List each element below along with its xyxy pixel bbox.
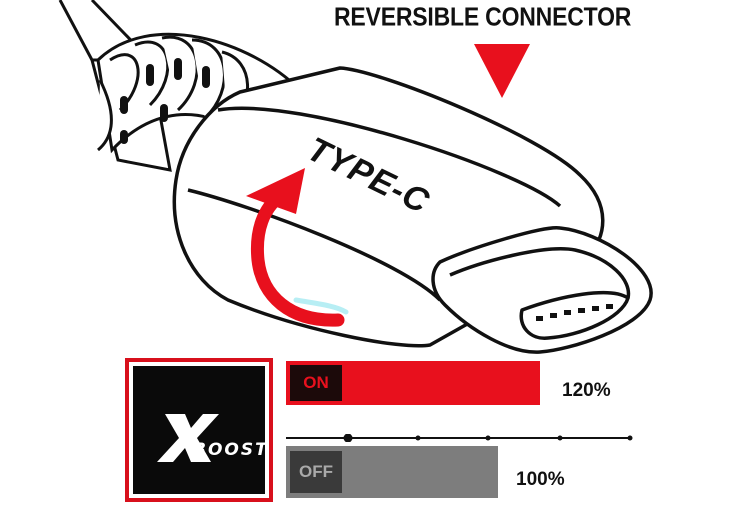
plug-tip — [431, 226, 653, 354]
scale-tick — [627, 435, 633, 441]
mode-off-percent: 100% — [516, 469, 565, 490]
reflection-highlight — [293, 297, 349, 315]
mode-off-bar: OFF — [286, 446, 498, 498]
scale-tick — [415, 435, 421, 441]
level-scale — [286, 434, 633, 442]
down-triangle-icon — [474, 44, 530, 98]
mode-on-bar: ON — [286, 361, 540, 405]
scale-marker-current — [343, 434, 353, 442]
usb-c-cable-illustration — [58, 0, 653, 354]
headline: REVERSIBLE CONNECTOR — [334, 2, 632, 32]
scale-tick — [485, 435, 491, 441]
xboost-x-logo — [157, 414, 219, 462]
mode-on-label: ON — [290, 365, 342, 401]
xboost-badge: BOOST — [125, 358, 273, 502]
mode-off-label: OFF — [290, 451, 342, 493]
xboost-word: BOOST — [193, 440, 269, 460]
scale-tick — [557, 435, 563, 441]
mode-on-percent: 120% — [562, 380, 611, 401]
rotate-arrow-icon — [246, 168, 345, 327]
xboost-badge-background: BOOST — [133, 366, 267, 494]
